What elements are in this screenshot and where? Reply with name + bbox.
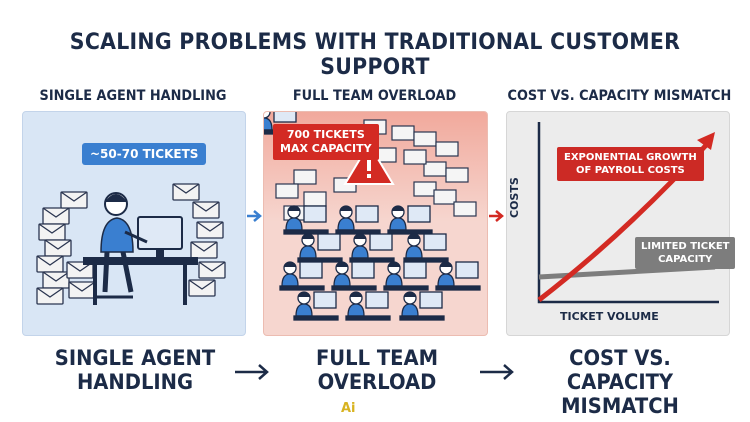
max-capacity-badge: 700 TICKETS MAX CAPACITY xyxy=(273,124,379,160)
column-heading-single-agent: SINGLE AGENT HANDLING xyxy=(39,88,227,104)
growth-arrowhead-icon xyxy=(697,132,715,150)
y-axis-label: COSTS xyxy=(508,177,521,218)
caption-single-agent-line1: SINGLE AGENT xyxy=(54,346,216,370)
caption-arrow-2-icon xyxy=(480,364,514,380)
caption-team-overload-line1: FULL TEAM xyxy=(315,346,439,370)
column-heading-team-overload: FULL TEAM OVERLOAD xyxy=(292,88,457,104)
capacity-limit-label: LIMITED TICKET CAPACITY xyxy=(635,237,736,269)
cost-mismatch-panel xyxy=(506,111,730,336)
warning-triangle-icon xyxy=(343,142,395,185)
max-capacity-label: MAX CAPACITY xyxy=(280,142,372,155)
column-heading-cost-mismatch: COST VS. CAPACITY MISMATCH xyxy=(507,88,732,104)
limit-line1: LIMITED TICKET xyxy=(641,241,730,252)
left-envelope-stack-icon xyxy=(36,191,96,305)
page-title: SCALING PROBLEMS WITH TRADITIONAL CUSTOM… xyxy=(69,30,681,80)
caption-cost-mismatch-line1: COST VS. CAPACITY xyxy=(566,346,674,394)
growth-line2: OF PAYROLL COSTS xyxy=(575,165,685,176)
team-overload-illustration xyxy=(264,112,487,321)
limit-line2: CAPACITY xyxy=(658,254,713,265)
right-envelope-stack-icon xyxy=(172,183,226,297)
caption-team-overload: FULL TEAM OVERLOAD xyxy=(270,346,484,394)
ai-watermark: Ai xyxy=(341,401,356,416)
caption-team-overload-line2: OVERLOAD xyxy=(317,370,437,394)
chart-axes xyxy=(537,122,719,304)
tickets-count-badge: ~50-70 TICKETS xyxy=(82,143,207,165)
caption-cost-mismatch-line2: MISMATCH xyxy=(561,394,679,418)
caption-single-agent: SINGLE AGENT HANDLING xyxy=(28,346,242,394)
caption-cost-mismatch: COST VS. CAPACITY MISMATCH xyxy=(513,346,727,418)
payroll-growth-label: EXPONENTIAL GROWTH OF PAYROLL COSTS xyxy=(557,147,704,181)
x-axis-label: TICKET VOLUME xyxy=(560,310,659,323)
growth-line1: EXPONENTIAL GROWTH xyxy=(564,152,697,163)
agent-at-desk-icon xyxy=(83,192,198,305)
arrow-right-icon xyxy=(247,210,262,222)
single-agent-illustration xyxy=(36,183,226,305)
caption-single-agent-line2: HANDLING xyxy=(76,370,194,394)
cost-capacity-chart xyxy=(537,122,719,304)
arrow-right-red-icon xyxy=(489,210,504,222)
caption-arrow-1-icon xyxy=(235,364,269,380)
max-capacity-tickets: 700 TICKETS xyxy=(286,128,365,141)
